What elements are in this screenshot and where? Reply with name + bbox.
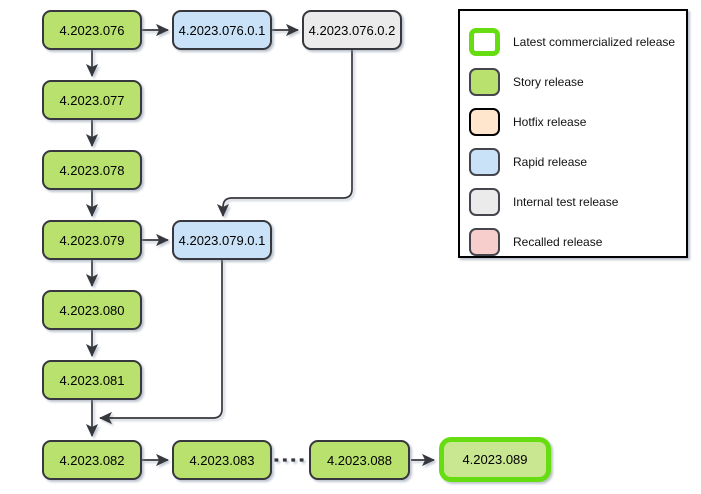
node-4-2023-079-0-1: 4.2023.079.0.1 [172,220,272,260]
node-4-2023-078: 4.2023.078 [42,150,142,190]
legend-item-story: Story release [460,62,686,102]
rapid-release-swatch [469,148,500,176]
latest-release-swatch [469,28,500,56]
node-4-2023-079: 4.2023.079 [42,220,142,260]
legend-label: Story release [513,75,584,89]
edge-076-0-2-to-079-0-1 [216,50,353,218]
story-release-swatch [469,68,500,96]
legend-label: Rapid release [513,155,588,169]
legend-item-latest: Latest commercialized release [460,22,686,62]
legend-item-recalled: Recalled release [460,222,686,262]
legend-item-hotfix: Hotfix release [460,102,686,142]
legend-label: Recalled release [513,235,603,249]
node-4-2023-077: 4.2023.077 [42,80,142,120]
node-4-2023-088: 4.2023.088 [309,440,410,480]
node-4-2023-080: 4.2023.080 [42,290,142,330]
recalled-release-swatch [469,228,500,256]
node-4-2023-083: 4.2023.083 [172,440,272,480]
hotfix-release-swatch [469,108,500,136]
legend: Latest commercialized release Story rele… [458,9,688,258]
edge-079-0-1-to-082 [98,260,223,425]
node-4-2023-081: 4.2023.081 [42,360,142,400]
node-4-2023-076: 4.2023.076 [42,10,142,50]
legend-item-rapid: Rapid release [460,142,686,182]
internal-test-release-swatch [469,188,500,216]
node-4-2023-076-0-1: 4.2023.076.0.1 [172,10,272,50]
legend-label: Latest commercialized release [513,35,676,49]
node-4-2023-089-latest: 4.2023.089 [439,437,551,482]
node-4-2023-082: 4.2023.082 [42,440,142,480]
node-4-2023-076-0-2: 4.2023.076.0.2 [302,10,402,50]
legend-label: Internal test release [513,195,619,209]
legend-item-internal: Internal test release [460,182,686,222]
legend-label: Hotfix release [513,115,587,129]
